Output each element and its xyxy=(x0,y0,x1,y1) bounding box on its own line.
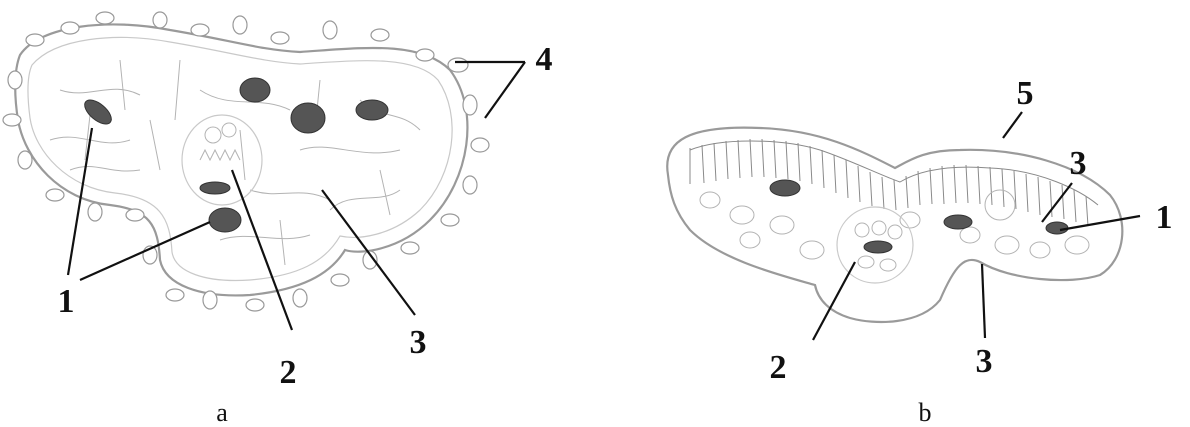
panel-b-caption: b xyxy=(919,398,932,427)
panel-b-leader-1 xyxy=(1060,216,1140,230)
panel-a: 1 2 3 4 a xyxy=(3,12,553,427)
panel-b-palisade xyxy=(690,141,1098,205)
panel-a-mesophyll xyxy=(50,60,420,265)
panel-b: 1 2 3 3 5 b xyxy=(667,75,1172,427)
panel-a-oil-cell xyxy=(240,78,270,102)
panel-a-oil-cell xyxy=(356,100,388,120)
panel-b-oil-cell xyxy=(864,241,892,253)
panel-a-oil-cell xyxy=(200,182,230,194)
panel-a-label-4: 4 xyxy=(536,41,553,78)
panel-a-leader-3 xyxy=(322,190,415,315)
panel-a-label-1: 1 xyxy=(58,283,75,320)
panel-a-oil-cell xyxy=(291,103,325,133)
panel-a-oil-cell xyxy=(81,96,116,129)
panel-b-label-3a: 3 xyxy=(1070,145,1087,182)
panel-a-caption: a xyxy=(216,398,228,427)
panel-b-label-5: 5 xyxy=(1017,75,1034,112)
panel-b-label-1: 1 xyxy=(1156,199,1173,236)
panel-a-leader-4b xyxy=(485,62,525,118)
panel-b-oil-cell xyxy=(944,215,972,229)
panel-b-oil-cell xyxy=(770,180,800,196)
panel-b-leader-5 xyxy=(1003,112,1022,138)
panel-a-xylem xyxy=(200,123,240,160)
panel-b-oil-cell xyxy=(1046,222,1068,234)
panel-b-gland xyxy=(985,190,1015,220)
panel-b-leader-3b xyxy=(982,264,985,338)
panel-a-label-2: 2 xyxy=(280,354,297,391)
panel-b-leader-3a xyxy=(1042,183,1072,222)
panel-a-leader-1b xyxy=(80,222,210,280)
panel-a-label-3: 3 xyxy=(410,324,427,361)
panel-a-leaf-outline xyxy=(15,24,467,295)
panel-b-label-3b: 3 xyxy=(976,343,993,380)
panel-b-leader-2 xyxy=(813,262,855,340)
panel-b-palisade-cells xyxy=(690,139,1088,226)
panel-a-oil-cell xyxy=(209,208,241,232)
panel-b-label-2: 2 xyxy=(770,349,787,386)
